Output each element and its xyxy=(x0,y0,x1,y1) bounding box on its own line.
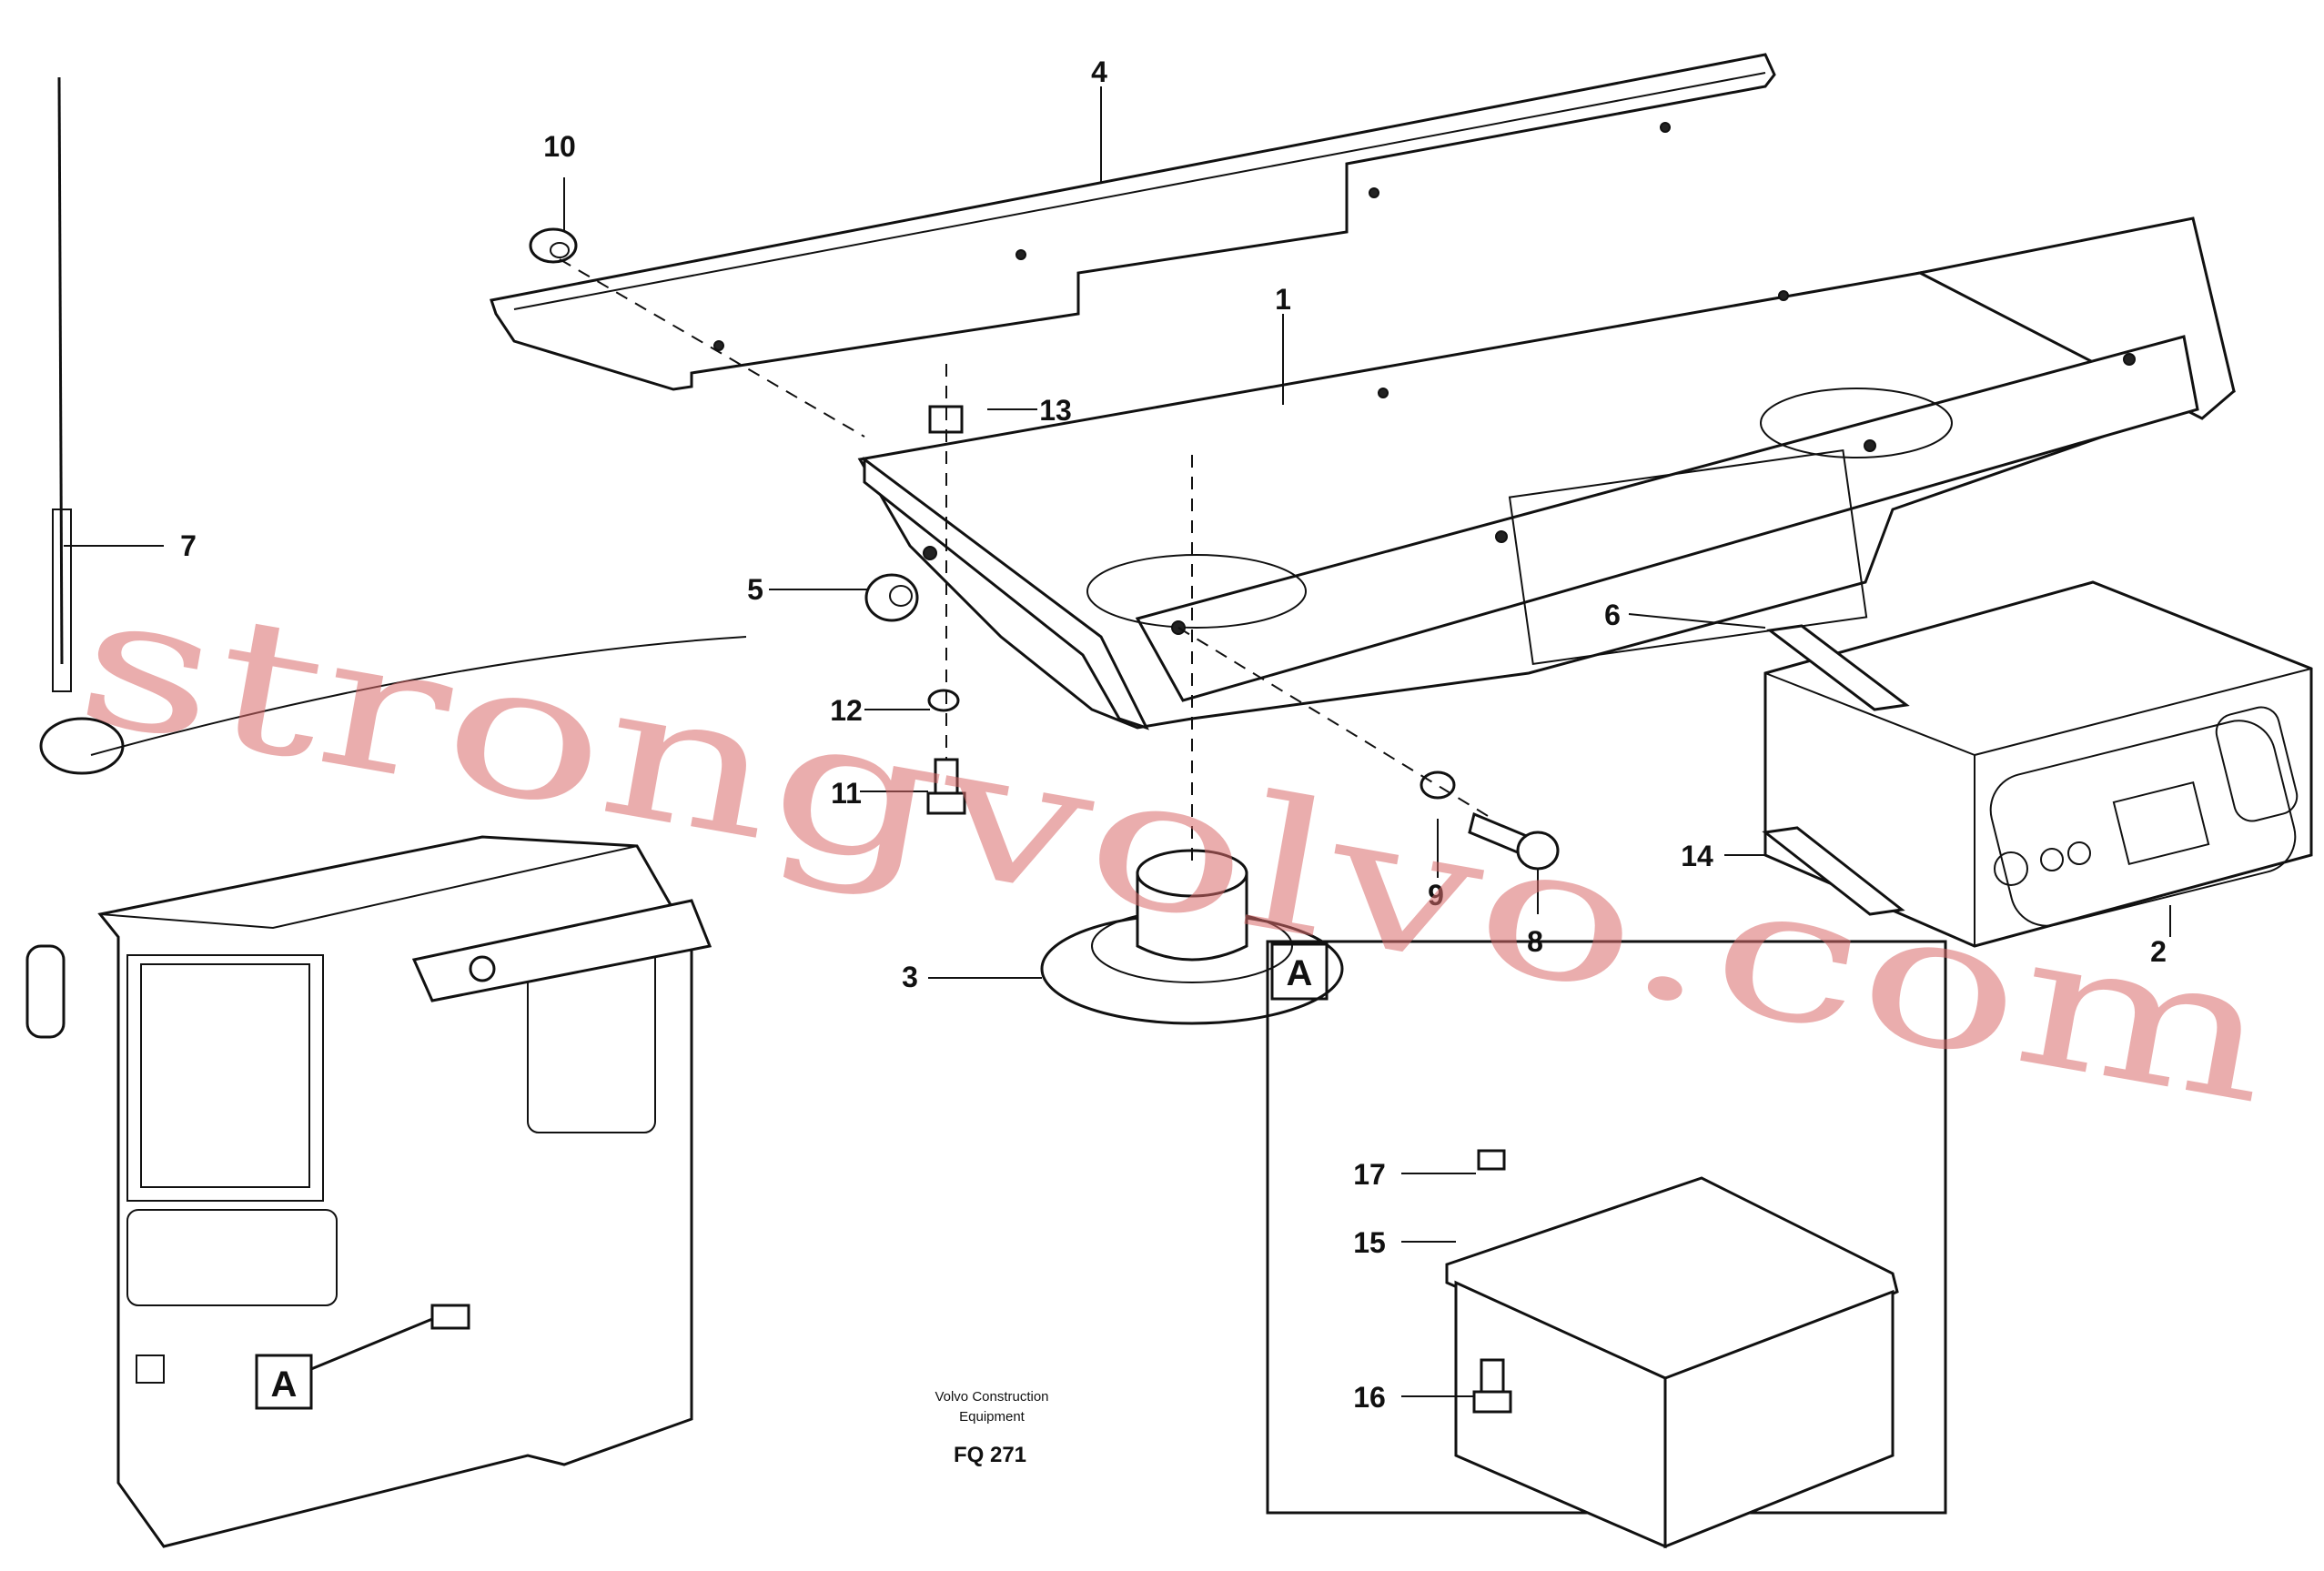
caption-line-2: Equipment xyxy=(959,1409,1026,1425)
callout-8: 8 xyxy=(1527,925,1543,958)
callout-1: 1 xyxy=(1275,283,1291,316)
caption-line-1: Volvo Construction xyxy=(935,1389,1048,1405)
callout-14: 14 xyxy=(1681,840,1713,872)
callout-11: 11 xyxy=(831,777,862,810)
caption-code: FQ 271 xyxy=(954,1443,1026,1467)
callout-numbers: 1 2 3 4 5 6 7 8 9 10 11 12 13 14 15 16 1… xyxy=(180,55,2167,1414)
cab-detail-pointer: A xyxy=(255,1317,433,1410)
callout-15: 15 xyxy=(1353,1226,1386,1259)
callout-12: 12 xyxy=(830,694,863,727)
drawing-caption: Volvo Construction Equipment FQ 271 xyxy=(935,1389,1048,1467)
callout-16: 16 xyxy=(1353,1381,1386,1414)
console-housing-part-1 xyxy=(857,217,2236,730)
detail-box-a: A xyxy=(1266,940,1947,1549)
callout-5: 5 xyxy=(747,573,763,606)
antenna-part-7 xyxy=(39,76,747,775)
callout-4: 4 xyxy=(1091,55,1107,88)
callout-13: 13 xyxy=(1039,394,1072,427)
callout-2: 2 xyxy=(2150,935,2167,968)
callout-7: 7 xyxy=(180,529,197,562)
callout-3: 3 xyxy=(902,961,918,993)
detail-box-label: A xyxy=(1287,953,1313,993)
leader-lines xyxy=(64,86,2171,1397)
callout-6: 6 xyxy=(1604,599,1621,631)
callout-10: 10 xyxy=(543,130,576,163)
trim-bar-part-4 xyxy=(490,53,1776,391)
callout-9: 9 xyxy=(1428,879,1444,911)
callout-17: 17 xyxy=(1353,1158,1386,1191)
cab-outline xyxy=(25,835,712,1548)
cab-pointer-label: A xyxy=(271,1365,298,1405)
